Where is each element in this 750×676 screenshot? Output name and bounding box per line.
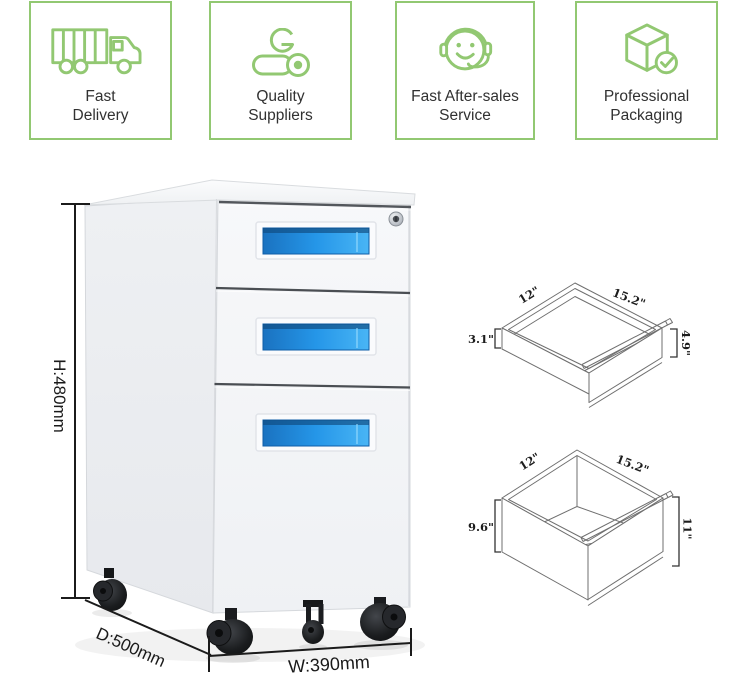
lock-icon[interactable]	[388, 211, 404, 227]
drawer-handle-top[interactable]	[255, 221, 377, 260]
cabinet-top-panel	[83, 179, 416, 206]
height-dimension-label: H:480mm	[50, 359, 69, 433]
drawer-gap-lines	[214, 200, 412, 391]
quality-logo-icon	[251, 28, 310, 77]
feature-label: Quality Suppliers	[248, 88, 313, 124]
feature-card-after-sales: Fast After-sales Service	[395, 1, 535, 140]
quality-logo-icon-wrap	[251, 16, 310, 80]
feature-label: Fast After-sales Service	[411, 88, 519, 124]
cabinet-front-panel	[212, 197, 411, 614]
feature-card-quality-suppliers: Quality Suppliers	[209, 1, 352, 140]
headset-smile-icon-wrap	[430, 16, 500, 80]
small-drawer-back-height-label: 3.1"	[468, 332, 494, 346]
caster-center	[302, 600, 324, 644]
small-drawer-front-height-label: 4.9"	[679, 330, 693, 356]
feature-card-packaging: Professional Packaging	[575, 1, 718, 140]
truck-icon	[50, 28, 141, 75]
large-drawer-width-label: 12"	[516, 450, 542, 474]
headset-smile-icon	[439, 27, 493, 71]
drawer-handle-bottom[interactable]	[255, 413, 377, 452]
truck-icon-wrap	[49, 16, 153, 80]
caster-back-left	[93, 568, 127, 611]
height-dimension: H:480mm	[50, 203, 90, 599]
feature-label: Fast Delivery	[72, 88, 129, 124]
package-check-icon	[624, 23, 678, 75]
width-dimension-label: W:390mm	[288, 652, 371, 676]
large-drawer-diagram: 12" 15.2" 9.6" 11"	[468, 449, 694, 606]
large-drawer-back-height-label: 9.6"	[468, 520, 494, 534]
feature-card-fast-delivery: Fast Delivery	[29, 1, 172, 140]
cabinet-photo	[75, 179, 425, 663]
small-drawer-width-label: 12"	[516, 283, 542, 306]
small-drawer-diagram: 12" 15.2" 3.1" 4.9"	[468, 282, 693, 408]
width-dimension: W:390mm	[208, 628, 412, 676]
package-check-icon-wrap	[615, 16, 679, 80]
large-drawer-front-height-label: 11"	[680, 518, 694, 540]
caster-front-right	[360, 597, 406, 641]
feature-label: Professional Packaging	[603, 88, 690, 124]
drawer-handle-middle[interactable]	[255, 317, 377, 356]
cabinet-side-panel	[84, 197, 219, 614]
caster-front-left	[206, 608, 253, 655]
